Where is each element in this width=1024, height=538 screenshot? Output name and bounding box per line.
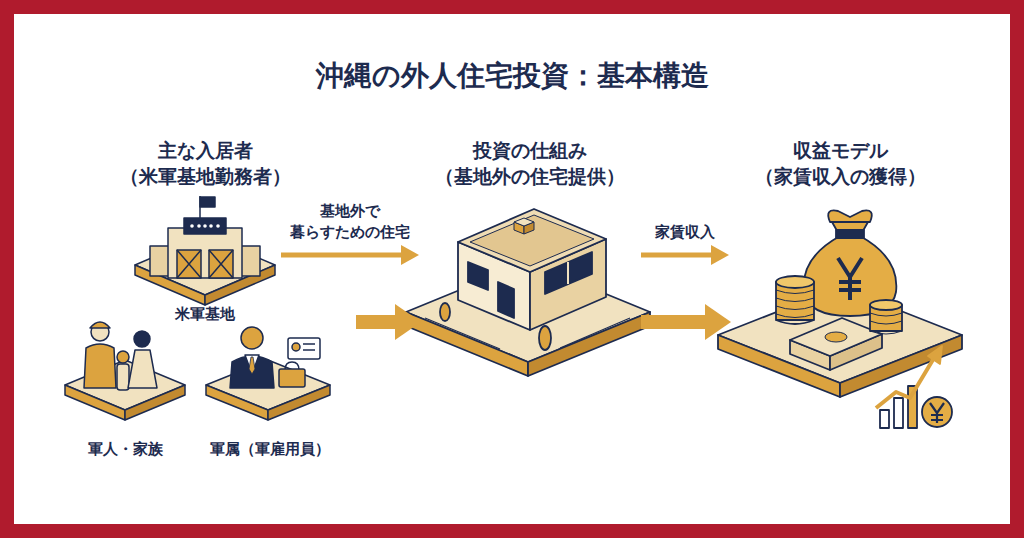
- garden-tree: [440, 303, 450, 321]
- child-body: [117, 364, 129, 390]
- bill-seal: [825, 332, 847, 342]
- platform-card: 軍属（軍雇用員）: [205, 325, 335, 460]
- platform-side: [125, 385, 185, 420]
- platform-side: [206, 385, 268, 420]
- star-mark: [197, 224, 201, 228]
- coin-edge: [776, 290, 814, 318]
- child-head: [117, 351, 129, 363]
- chart-bar: [880, 410, 889, 428]
- employee-tie: [249, 357, 255, 374]
- base-illustration: [135, 196, 275, 305]
- briefcase: [279, 369, 305, 387]
- column-heading: 主な入居者 （米軍基地勤務者）: [100, 135, 310, 189]
- yen-symbol: [930, 403, 944, 423]
- house-window: [468, 262, 488, 290]
- gate-cross: [209, 250, 233, 278]
- bag-tie: [836, 230, 864, 238]
- star-mark: [209, 224, 213, 228]
- column-group: 主な入居者 （米軍基地勤務者） 米軍基地軍人・家族 軍属（軍雇用員）: [60, 135, 350, 465]
- employee-suit: [230, 356, 274, 388]
- coin-edge: [870, 313, 902, 334]
- woman-head: [134, 331, 150, 347]
- coin-top: [870, 300, 902, 310]
- employee-head: [241, 327, 263, 349]
- platform-side: [268, 385, 330, 420]
- platform-label: 米軍基地: [175, 304, 235, 325]
- fence-line: [560, 318, 630, 348]
- soldier-cap: [90, 322, 110, 328]
- coin-edge: [776, 320, 814, 324]
- house-illustration: [406, 209, 650, 376]
- flow-arrow: [281, 253, 401, 258]
- soldier-head: [91, 323, 109, 341]
- gate-door: [177, 250, 201, 278]
- money-illustration: [718, 210, 962, 428]
- trend-line: [876, 358, 934, 408]
- trend-head: [928, 346, 942, 364]
- employee-shirt: [245, 355, 259, 374]
- id-line: [303, 343, 315, 345]
- soldier-body: [84, 344, 116, 388]
- flag: [200, 197, 215, 207]
- flow-arrow: [641, 315, 705, 329]
- column-group: 投資の仕組み （基地外の住宅提供）: [425, 135, 635, 400]
- platform-card: 軍人・家族: [65, 325, 185, 460]
- bill-top: [790, 318, 882, 356]
- gate-cross: [177, 250, 201, 278]
- platform-side: [65, 385, 125, 420]
- star-mark: [203, 224, 207, 228]
- star-mark: [216, 224, 220, 228]
- employee-illustration: [206, 327, 330, 420]
- platform-label: 軍人・家族: [88, 439, 163, 460]
- diagram-title: 沖縄の外人住宅投資：基本構造: [0, 58, 1024, 94]
- building-crest: [184, 218, 226, 234]
- edge-label: 基地外で 暮らすための住宅: [275, 201, 425, 243]
- id-photo: [292, 343, 300, 351]
- window-mullion: [567, 262, 569, 284]
- bag-top: [828, 210, 872, 222]
- star-mark: [190, 224, 194, 228]
- chart-bar: [894, 398, 903, 428]
- gate-cross: [177, 250, 201, 278]
- building-body: [168, 228, 242, 278]
- platform-label: 軍属（軍雇用員）: [210, 439, 330, 460]
- column-heading: 収益モデル （家賃収入の獲得）: [735, 135, 945, 189]
- column-heading: 投資の仕組み （基地外の住宅提供）: [425, 135, 635, 189]
- connector-group: [281, 255, 711, 322]
- gate-door: [209, 250, 233, 278]
- column-group: 収益モデル （家賃収入の獲得）: [735, 135, 945, 440]
- house-window: [545, 252, 592, 294]
- fence-line: [425, 318, 500, 349]
- edge-label: 家賃収入: [655, 222, 715, 243]
- yen-coin: [922, 397, 952, 427]
- id-line: [303, 349, 315, 351]
- flow-arrow: [356, 315, 395, 329]
- roof-box: [514, 218, 534, 226]
- gate-cross: [209, 250, 233, 278]
- yen-symbol: [838, 258, 862, 300]
- woman-body: [128, 350, 157, 388]
- flow-arrow: [641, 253, 711, 258]
- house-door: [498, 282, 514, 318]
- garden-tree: [539, 326, 551, 350]
- platform-card: 米軍基地: [135, 200, 275, 325]
- id-card: [288, 338, 320, 359]
- coin-top: [776, 276, 814, 288]
- family-illustration: [65, 322, 185, 420]
